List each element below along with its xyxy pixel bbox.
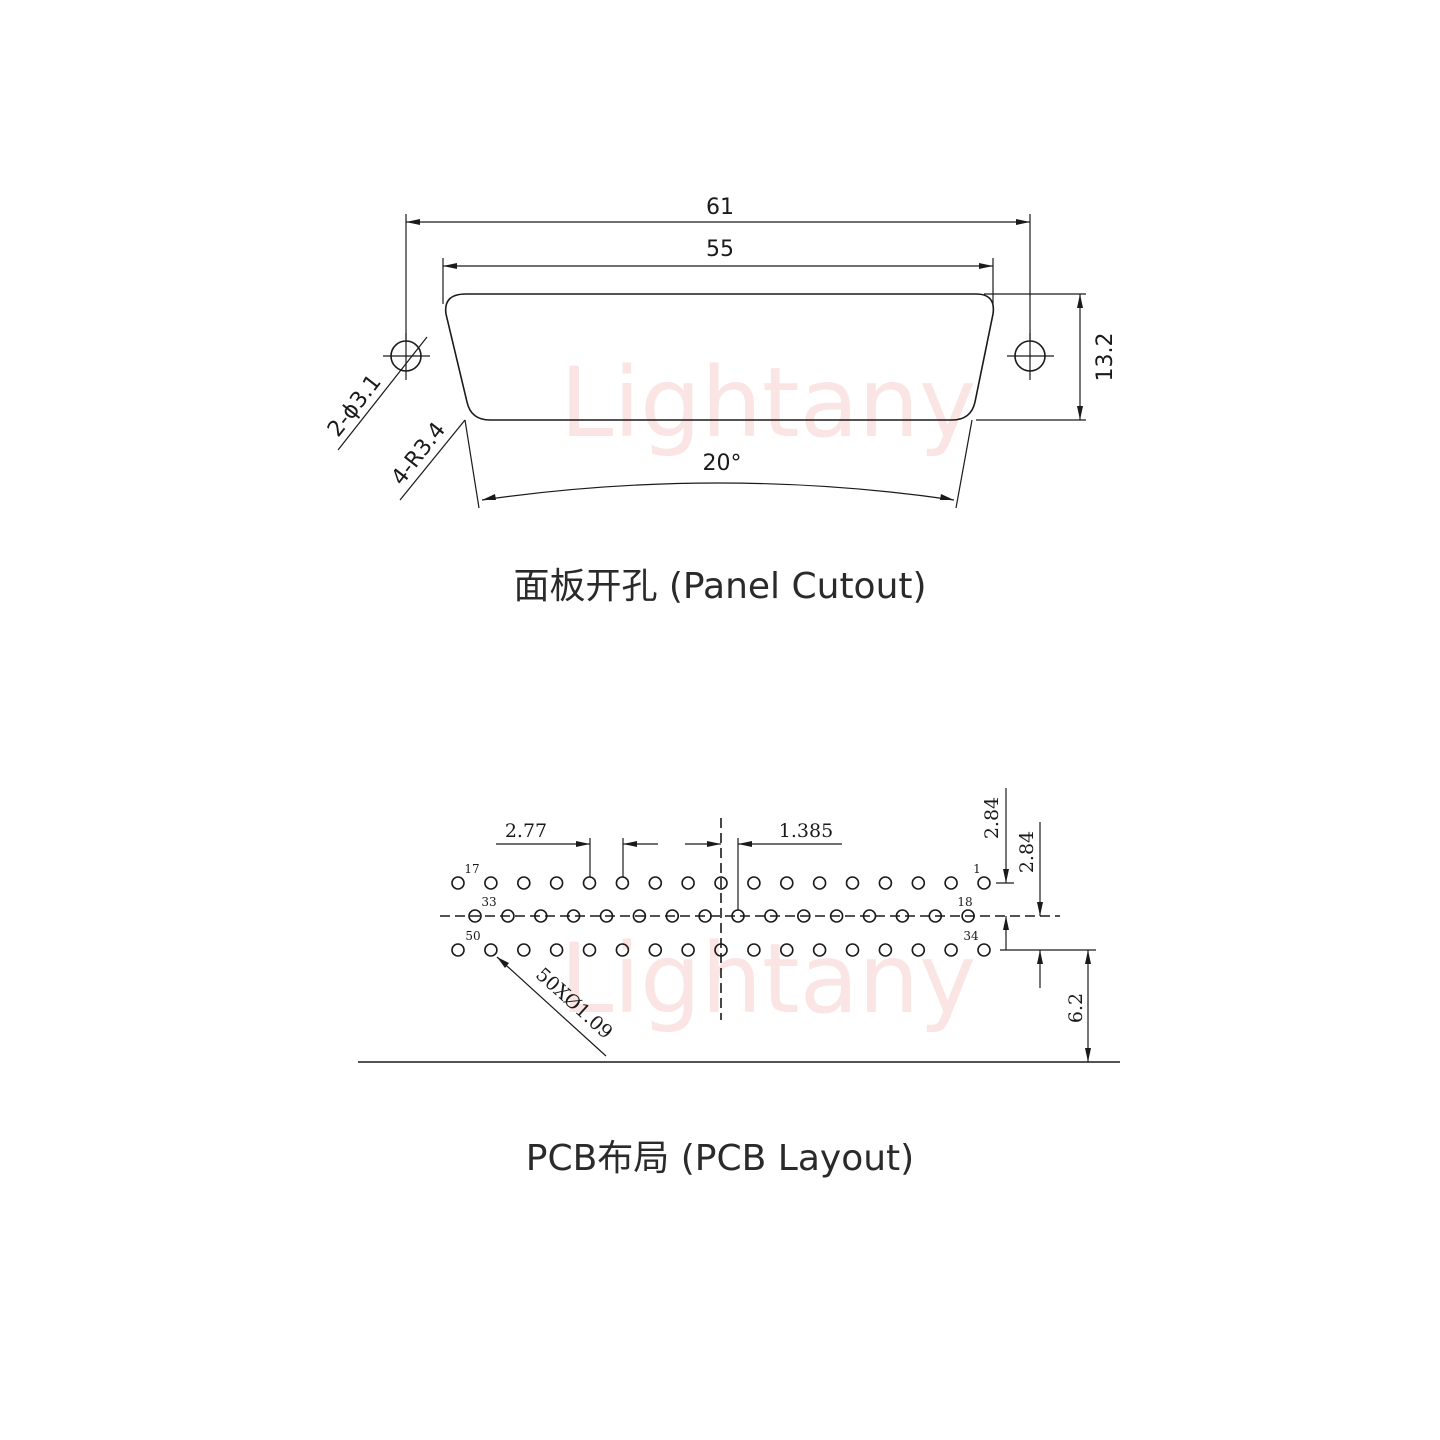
pin-label-17: 17: [464, 862, 479, 876]
pin-hole: [911, 943, 926, 957]
d-sub-opening-outline: [444, 293, 995, 421]
pin-hole: [977, 943, 991, 957]
dim-angle: 20°: [703, 451, 742, 476]
pin-hole: [484, 943, 498, 957]
dimension-13-2: [976, 293, 1086, 421]
pin-hole: [582, 943, 597, 957]
pin-hole: [615, 943, 630, 957]
pin-hole: [681, 943, 695, 957]
leader-radius: [399, 419, 466, 501]
dim-radius: 4-R3.4: [387, 418, 451, 490]
pin-hole: [468, 909, 482, 923]
pin-hole: [812, 876, 827, 890]
pin-label-18: 18: [957, 895, 972, 909]
pin-hole: [714, 876, 728, 890]
pin-hole: [516, 943, 531, 957]
dimension-edge: [1085, 950, 1091, 1062]
dim-overall-width: 61: [706, 195, 734, 220]
pcb-layout-view: 17 1 33 18 50 34 2.77 1.385: [358, 788, 1120, 1179]
dim-height: 13.2: [1093, 333, 1118, 382]
pin-label-33: 33: [481, 895, 496, 909]
dim-row-2: 2.84: [1016, 831, 1038, 873]
pin-hole: [977, 876, 991, 890]
pin-hole: [911, 876, 926, 890]
pcb-layout-caption: PCB布局 (PCB Layout): [526, 1138, 914, 1179]
pin-label-34: 34: [963, 929, 979, 943]
dimension-pitch: [496, 838, 658, 877]
pin-hole: [779, 943, 794, 957]
dim-edge: 6.2: [1065, 993, 1087, 1023]
pin-hole: [845, 943, 860, 957]
pin-hole: [747, 943, 761, 957]
pin-hole: [451, 943, 465, 957]
pin-hole: [845, 876, 860, 890]
pin-hole: [451, 876, 465, 890]
watermark-top: Lightany: [560, 347, 976, 459]
pin-hole: [484, 876, 498, 890]
watermark-bottom: Lightany: [560, 923, 976, 1035]
pin-label-50: 50: [465, 929, 480, 943]
pin-hole: [779, 876, 794, 890]
pin-hole: [549, 943, 564, 957]
dim-opening-width: 55: [706, 237, 734, 262]
pin-hole: [878, 943, 893, 957]
dim-row-1: 2.84: [981, 797, 1003, 839]
dim-pitch: 2.77: [505, 820, 547, 842]
dimension-angle: [464, 419, 973, 509]
dimension-offset: [685, 838, 842, 910]
pin-hole: [944, 943, 958, 957]
pin-hole: [632, 909, 647, 923]
leader-holes: [337, 336, 428, 451]
pin-hole: [681, 876, 695, 890]
dim-holes: 2-ϕ3.1: [323, 370, 387, 442]
pin-hole: [944, 876, 958, 890]
pin-hole: [582, 876, 597, 890]
pin-hole: [549, 876, 564, 890]
pin-hole: [648, 943, 663, 957]
pin-hole: [812, 943, 827, 957]
dim-offset: 1.385: [779, 820, 833, 842]
pin-hole: [615, 876, 630, 890]
mounting-hole-left: [383, 333, 430, 380]
dimension-61: [405, 214, 1031, 340]
dimension-55: [442, 258, 994, 304]
pin-hole: [878, 876, 893, 890]
dimension-row-spacing: [996, 788, 1096, 988]
pin-label-1: 1: [973, 862, 981, 876]
panel-cutout-caption: 面板开孔 (Panel Cutout): [513, 566, 926, 607]
mounting-hole-right: [1007, 333, 1054, 380]
pin-hole: [516, 876, 531, 890]
pin-hole: [747, 876, 761, 890]
leader-pin-holes: [496, 956, 607, 1057]
pin-hole: [648, 876, 663, 890]
